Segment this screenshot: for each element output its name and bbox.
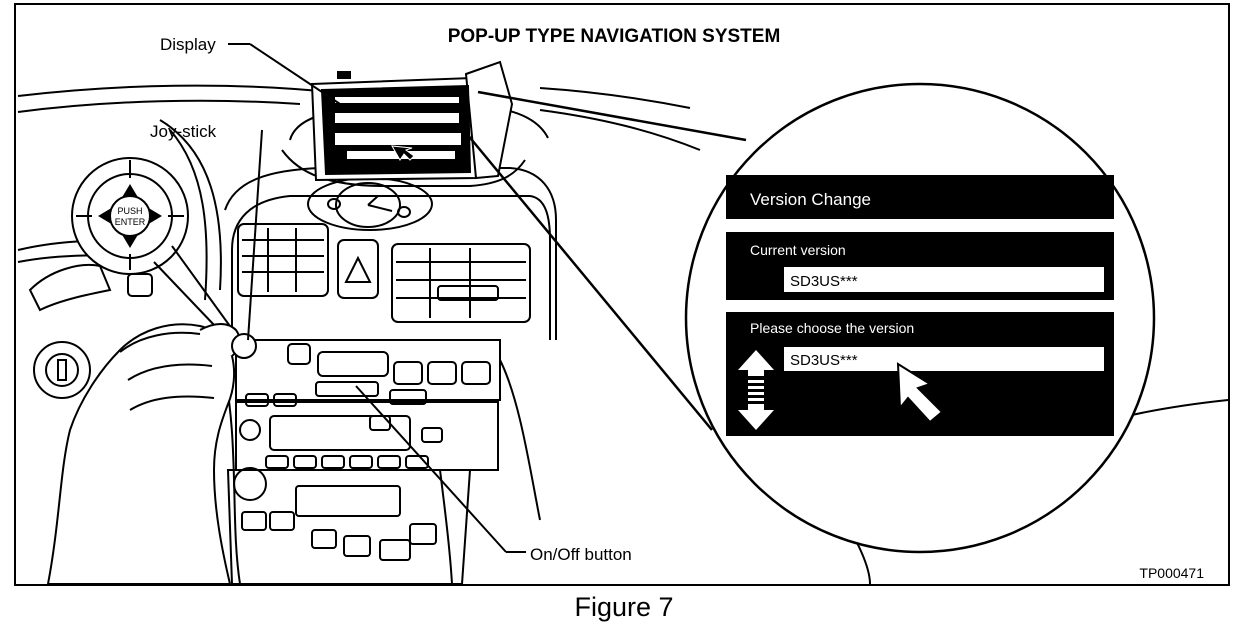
popup-display-unit	[281, 60, 549, 187]
diagram-title: POP-UP TYPE NAVIGATION SYSTEM	[448, 26, 781, 47]
joystick-enter-text: ENTER	[115, 217, 146, 227]
version-change-screen	[726, 175, 1114, 436]
audio-climate-panel	[226, 339, 501, 585]
steering-column	[28, 264, 153, 399]
display-leader	[228, 43, 353, 113]
choose-version-label: Please choose the version	[750, 320, 914, 336]
joystick-push-text: PUSH	[117, 206, 142, 216]
on-off-leader	[355, 385, 526, 553]
on-off-button-callout: On/Off button	[530, 545, 632, 564]
dashboard-clock	[307, 177, 433, 231]
reference-code: TP000471	[1139, 565, 1204, 581]
current-version-label: Current version	[750, 242, 846, 258]
current-version-value: SD3US***	[790, 273, 858, 290]
joystick-callout: Joy-stick	[150, 122, 217, 141]
hand-illustration	[46, 323, 257, 585]
screen-header-text: Version Change	[750, 190, 871, 209]
choose-version-value: SD3US***	[790, 352, 858, 369]
joystick-leader-line	[247, 129, 263, 341]
figure-caption: Figure 7	[574, 592, 674, 622]
display-callout: Display	[160, 35, 216, 54]
joystick-magnified	[71, 157, 241, 349]
center-console	[221, 167, 557, 585]
